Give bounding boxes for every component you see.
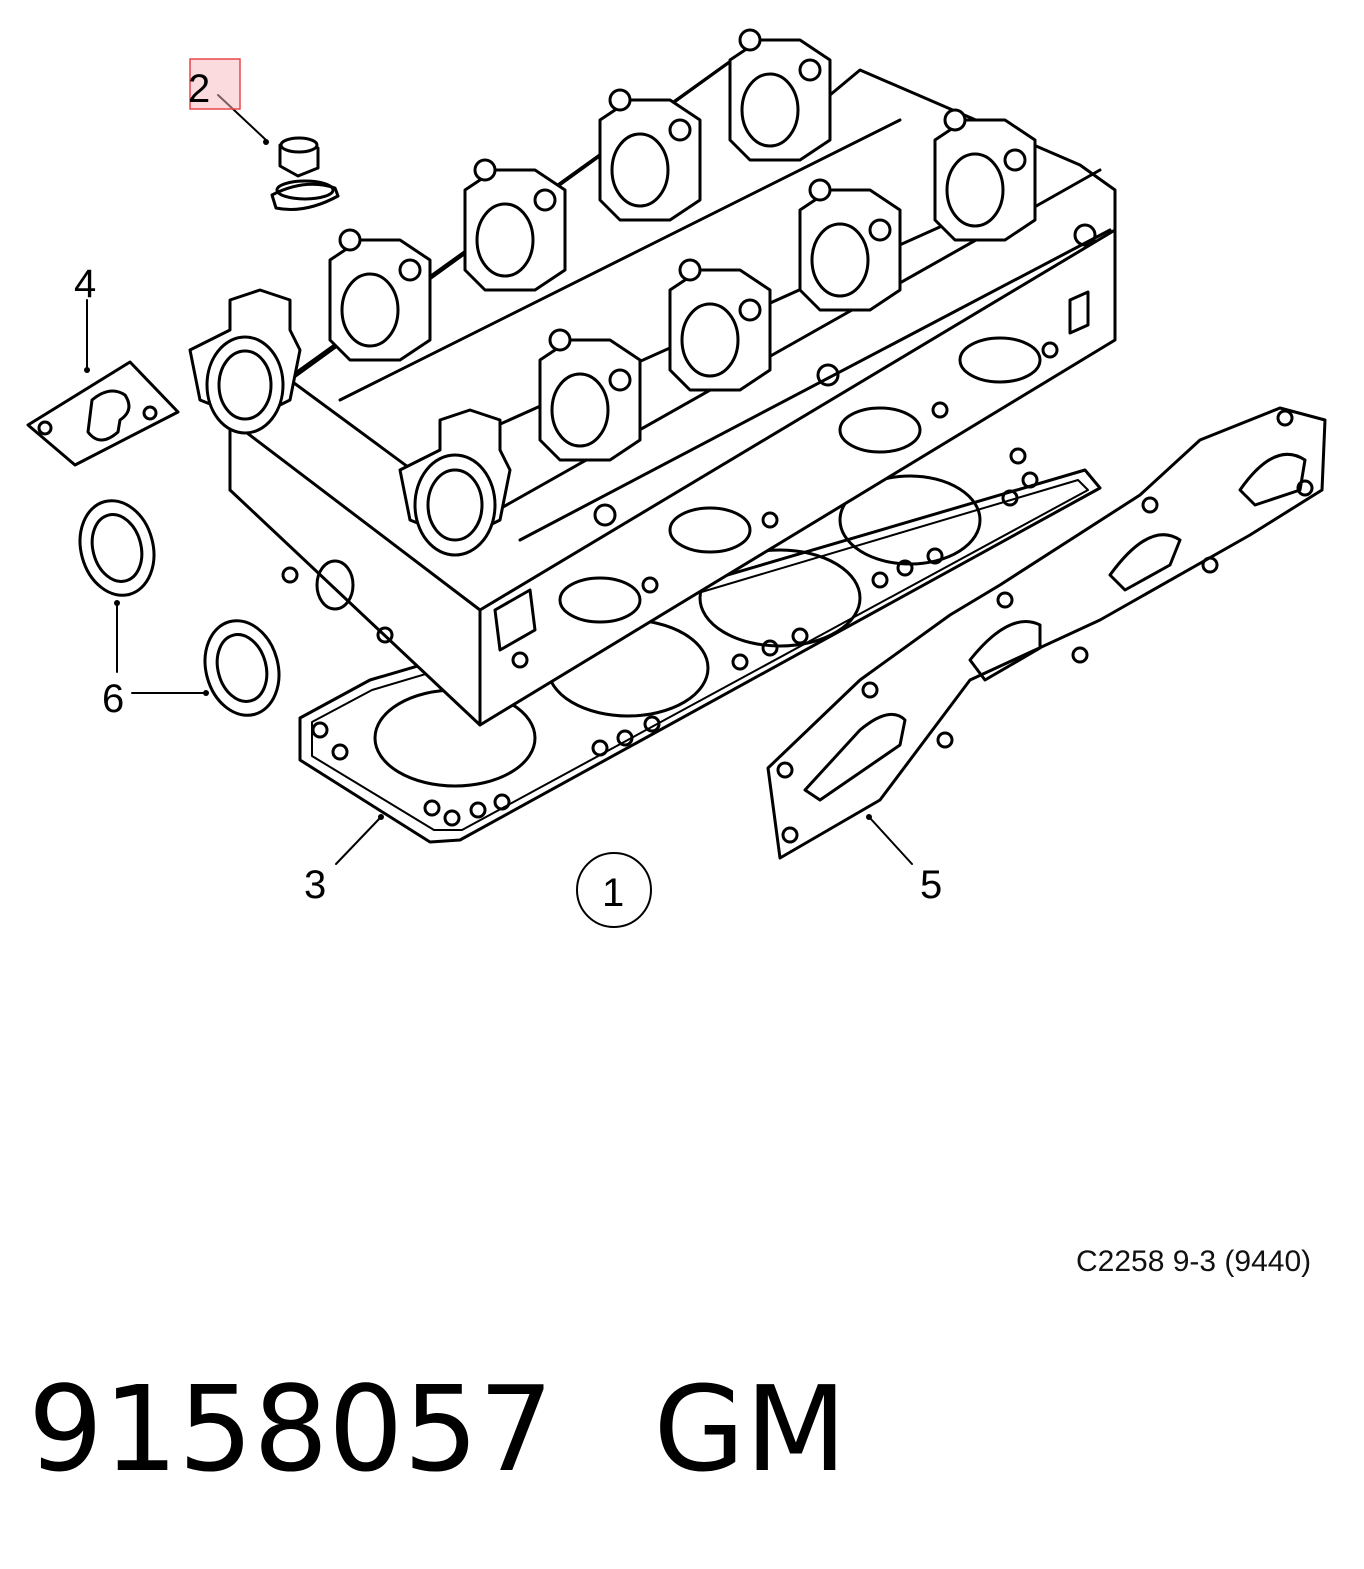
callout-3: 3 [304,863,326,907]
camshaft-seal-upper [78,499,156,597]
callout-4: 4 [74,262,96,306]
water-outlet-gasket [26,360,180,467]
cylinder-head [188,28,1117,727]
part-brand: GM [653,1360,847,1498]
plug-with-seal [270,136,340,211]
diagram-reference-code: C2258 9-3 (9440) [1076,1245,1312,1278]
leader-line-5 [869,817,913,865]
leader-line-3 [335,817,381,865]
callout-5: 5 [920,863,942,907]
callout-2: 2 [188,67,210,111]
callout-2-highlight [189,58,241,110]
callout-1: 1 [602,871,624,915]
part-number: 9158057 [28,1360,554,1498]
camshaft-seal-lower [203,619,281,717]
callout-6: 6 [102,677,124,721]
callout-1-circle [576,852,652,928]
manifold-gasket [766,406,1327,860]
exploded-parts-diagram: 2 4 6 3 5 1 [26,28,1327,928]
